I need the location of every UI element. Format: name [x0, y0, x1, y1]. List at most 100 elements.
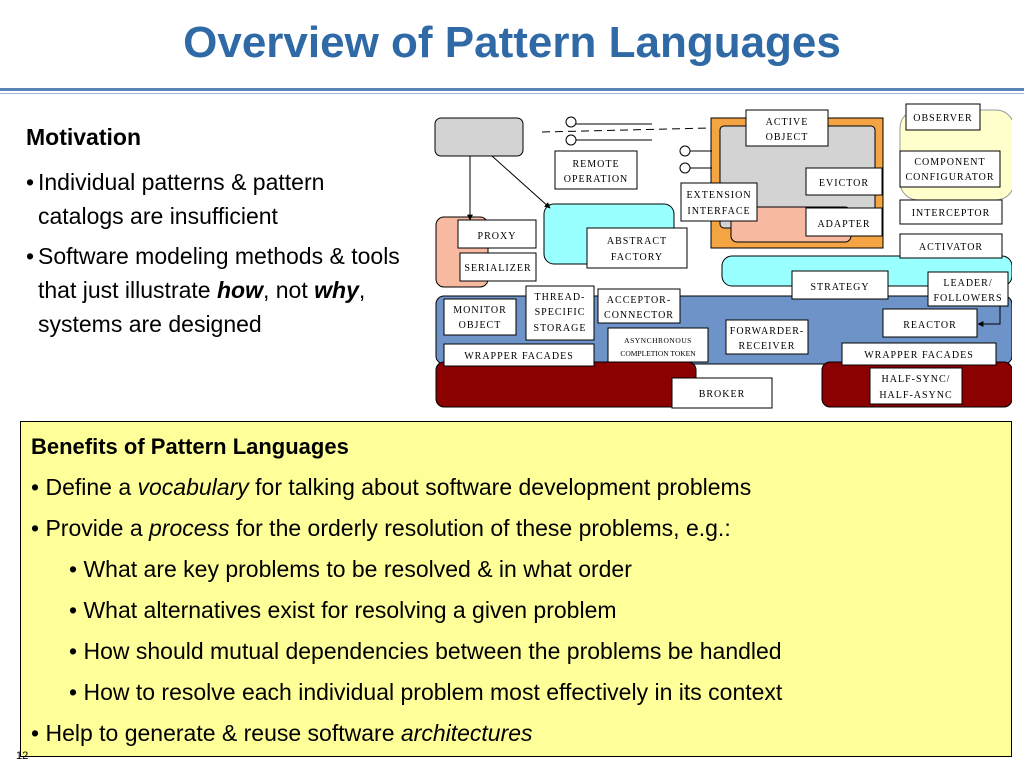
- bullet-icon: •: [69, 597, 84, 623]
- box-activator-label: ACTIVATOR: [919, 242, 983, 253]
- box-active-object-label-1: ACTIVE: [766, 117, 809, 128]
- benefit-sub-3: • How should mutual dependencies between…: [69, 638, 782, 665]
- lollipop-circle-2: [565, 134, 577, 146]
- motivation-section: Motivation • Individual patterns & patte…: [26, 124, 406, 347]
- benefit-bullet-1: • Define a vocabulary for talking about …: [31, 474, 751, 501]
- box-thread-label-2: SPECIFIC: [535, 307, 586, 318]
- box-abstract-factory-label-1: ABSTRACT: [607, 236, 667, 247]
- benefit-3-pre: Help to generate & reuse software: [45, 720, 401, 746]
- bullet-icon: •: [69, 679, 84, 705]
- benefit-2-pre: Provide a: [45, 515, 150, 541]
- box-remote-operation-label-2: OPERATION: [564, 174, 629, 185]
- lollipop-circle-4: [679, 162, 691, 174]
- box-reactor-label: REACTOR: [903, 320, 957, 331]
- benefit-1-em: vocabulary: [137, 474, 249, 500]
- box-interceptor: INTERCEPTOR: [899, 199, 1003, 225]
- box-async-label-2: COMPLETION TOKEN: [620, 349, 696, 358]
- box-reactor: REACTOR: [882, 308, 978, 338]
- motivation-bullet-2: • Software modeling methods & tools that…: [26, 239, 406, 341]
- region-dark-red-left: [435, 361, 697, 408]
- page-number: 12: [16, 750, 29, 762]
- benefit-1-pre: Define a: [45, 474, 138, 500]
- lollipop-circle-1: [565, 116, 577, 128]
- box-interceptor-label: INTERCEPTOR: [912, 208, 991, 219]
- title-rule: [0, 88, 1024, 91]
- box-remote-operation: REMOTE OPERATION: [554, 150, 638, 190]
- bullet-icon: •: [69, 556, 84, 582]
- motivation-bullet-2-why: why: [314, 277, 359, 303]
- box-acceptor-label-1: ACCEPTOR-: [607, 295, 671, 306]
- box-extension-interface-label-2: INTERFACE: [687, 206, 750, 217]
- box-adapter-label: ADAPTER: [817, 219, 870, 230]
- slide-title: Overview of Pattern Languages: [183, 18, 841, 67]
- benefit-sub-2: • What alternatives exist for resolving …: [69, 597, 617, 624]
- box-evictor: EVICTOR: [805, 167, 883, 196]
- box-monitor-object: MONITOR OBJECT: [443, 298, 517, 336]
- benefit-sub-1: • What are key problems to be resolved &…: [69, 556, 632, 583]
- box-forwarder-receiver: FORWARDER- RECEIVER: [725, 319, 809, 355]
- pattern-language-diagram: OBSERVER ACTIVE OBJECT REMOTE OPERATION …: [434, 103, 1012, 409]
- box-observer-label: OBSERVER: [913, 113, 972, 124]
- box-half-sync-half-async: HALF-SYNC/ HALF-ASYNC: [869, 367, 963, 405]
- bullet-icon: •: [26, 243, 35, 269]
- box-active-object-label-2: OBJECT: [766, 132, 809, 143]
- benefits-box: Benefits of Pattern Languages • Define a…: [20, 421, 1012, 757]
- benefit-sub-3-text: How should mutual dependencies between t…: [83, 638, 782, 664]
- box-remote-operation-label-1: REMOTE: [572, 159, 619, 170]
- bullet-icon: •: [26, 169, 35, 195]
- box-forwarder-label-1: FORWARDER-: [730, 326, 804, 337]
- box-serializer-label: SERIALIZER: [464, 263, 531, 274]
- box-broker-label: BROKER: [699, 389, 746, 400]
- box-async-completion-token: ASYNCHRONOUS COMPLETION TOKEN: [607, 327, 709, 363]
- box-component-configurator-label-2: CONFIGURATOR: [905, 172, 994, 183]
- box-observer: OBSERVER: [905, 103, 981, 131]
- title-rule-thin: [0, 93, 1024, 94]
- box-extension-interface-label-1: EXTENSION: [686, 190, 751, 201]
- box-wrapper-right-label: WRAPPER FACADES: [864, 350, 974, 361]
- benefit-3-em: architectures: [400, 720, 533, 746]
- box-strategy: STRATEGY: [791, 270, 889, 300]
- box-proxy: PROXY: [457, 219, 537, 249]
- motivation-bullet-2-mid: , not: [262, 277, 315, 303]
- box-half-sync-label-1: HALF-SYNC/: [882, 374, 951, 385]
- arrow-gray-dashed: [541, 127, 711, 133]
- benefit-bullet-2: • Provide a process for the orderly reso…: [31, 515, 731, 542]
- benefit-sub-2-text: What alternatives exist for resolving a …: [83, 597, 617, 623]
- motivation-bullet-2-how: how: [216, 277, 263, 303]
- motivation-bullet-2-pre: Software modeling methods & tools that j…: [38, 243, 400, 303]
- box-activator: ACTIVATOR: [899, 233, 1003, 259]
- box-wrapper-facades-right: WRAPPER FACADES: [841, 342, 997, 366]
- box-acceptor-connector: ACCEPTOR- CONNECTOR: [597, 288, 681, 324]
- benefit-2-post: for the orderly resolution of these prob…: [229, 515, 731, 541]
- motivation-bullet-1-text: Individual patterns & pattern catalogs a…: [38, 169, 325, 229]
- box-forwarder-label-2: RECEIVER: [739, 341, 796, 352]
- box-active-object: ACTIVE OBJECT: [745, 109, 829, 147]
- box-leader-followers-label-2: FOLLOWERS: [934, 293, 1003, 304]
- box-serializer: SERIALIZER: [459, 252, 537, 282]
- box-thread-label-1: THREAD-: [535, 292, 586, 303]
- box-component-configurator-label-1: COMPONENT: [914, 157, 985, 168]
- box-monitor-object-label-2: OBJECT: [459, 320, 502, 331]
- box-proxy-label: PROXY: [478, 231, 517, 242]
- bullet-icon: •: [31, 720, 46, 746]
- bullet-icon: •: [69, 638, 84, 664]
- box-abstract-factory: ABSTRACT FACTORY: [586, 227, 688, 269]
- bullet-icon: •: [31, 515, 46, 541]
- arrow-gray-to-abstract-factory: [491, 155, 551, 209]
- region-gray-client: [434, 117, 524, 157]
- benefit-sub-4: • How to resolve each individual problem…: [69, 679, 782, 706]
- box-abstract-factory-label-2: FACTORY: [611, 252, 663, 263]
- box-adapter: ADAPTER: [805, 207, 883, 237]
- box-monitor-object-label-1: MONITOR: [453, 305, 506, 316]
- bullet-icon: •: [31, 474, 46, 500]
- box-broker: BROKER: [671, 377, 773, 409]
- motivation-heading: Motivation: [26, 124, 141, 150]
- benefits-heading: Benefits of Pattern Languages: [31, 434, 349, 459]
- box-half-sync-label-2: HALF-ASYNC: [879, 390, 952, 401]
- benefit-2-em: process: [149, 515, 230, 541]
- box-evictor-label: EVICTOR: [819, 178, 869, 189]
- benefit-sub-1-text: What are key problems to be resolved & i…: [83, 556, 632, 582]
- box-wrapper-left-label: WRAPPER FACADES: [464, 351, 574, 362]
- motivation-bullet-1: • Individual patterns & pattern catalogs…: [26, 165, 406, 233]
- box-leader-followers: LEADER/ FOLLOWERS: [927, 271, 1009, 307]
